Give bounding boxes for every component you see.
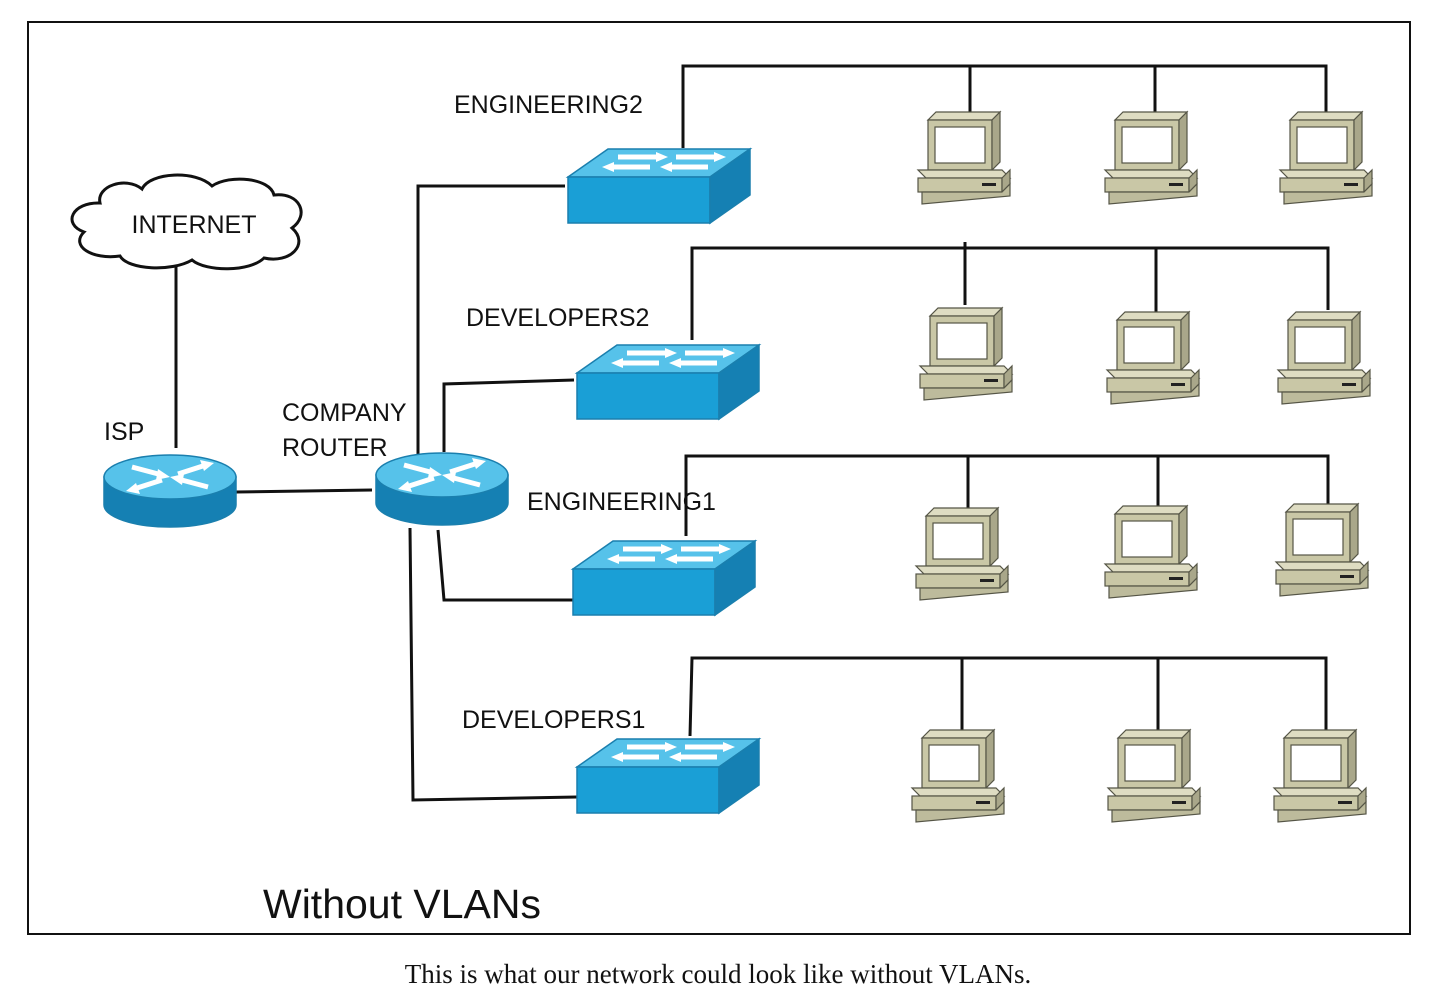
computers-developers2: [919, 307, 1371, 405]
computers-developers1: [911, 729, 1367, 823]
internet-label: INTERNET: [132, 211, 257, 239]
switch-engineering1: ENGINEERING1: [527, 488, 755, 615]
computer-icon: [1107, 729, 1201, 823]
company-router-label-line1: COMPANY: [282, 399, 407, 427]
computer-icon: [1273, 729, 1367, 823]
computer-icon: [1104, 111, 1198, 205]
internet-cloud: INTERNET: [70, 173, 303, 271]
computer-icon: [1279, 111, 1373, 205]
computer-icon: [1277, 311, 1371, 405]
switch-developers2: DEVELOPERS2: [466, 304, 759, 419]
cloud-icon: [70, 173, 303, 271]
router-icon: [376, 453, 508, 525]
computer-icon: [911, 729, 1005, 823]
developers2-label: DEVELOPERS2: [466, 304, 649, 332]
isp-label: ISP: [104, 418, 144, 446]
computers-engineering1: [915, 503, 1369, 601]
switch-icon: [577, 345, 759, 419]
router-icon: [104, 455, 236, 527]
switch-icon: [573, 541, 755, 615]
figure-caption: This is what our network could look like…: [405, 959, 1031, 989]
diagram-title: Without VLANs: [263, 881, 541, 927]
company-router: COMPANY ROUTER: [282, 399, 508, 525]
network-links: [174, 64, 1330, 802]
developers1-label: DEVELOPERS1: [462, 706, 645, 734]
switch-engineering2: ENGINEERING2: [454, 91, 750, 223]
switch-icon: [568, 149, 750, 223]
isp-router: ISP: [104, 418, 236, 527]
company-router-label-line2: ROUTER: [282, 434, 388, 462]
computer-icon: [915, 507, 1009, 601]
computer-icon: [1275, 503, 1369, 597]
computer-icon: [1104, 505, 1198, 599]
engineering1-label: ENGINEERING1: [527, 488, 716, 516]
switch-developers1: DEVELOPERS1: [462, 706, 759, 813]
computers-engineering2: [917, 111, 1373, 205]
diagram-frame: [27, 21, 1411, 935]
computer-icon: [919, 307, 1013, 401]
computer-icon: [1106, 311, 1200, 405]
computer-icon: [917, 111, 1011, 205]
switch-icon: [577, 739, 759, 813]
engineering2-label: ENGINEERING2: [454, 91, 643, 119]
